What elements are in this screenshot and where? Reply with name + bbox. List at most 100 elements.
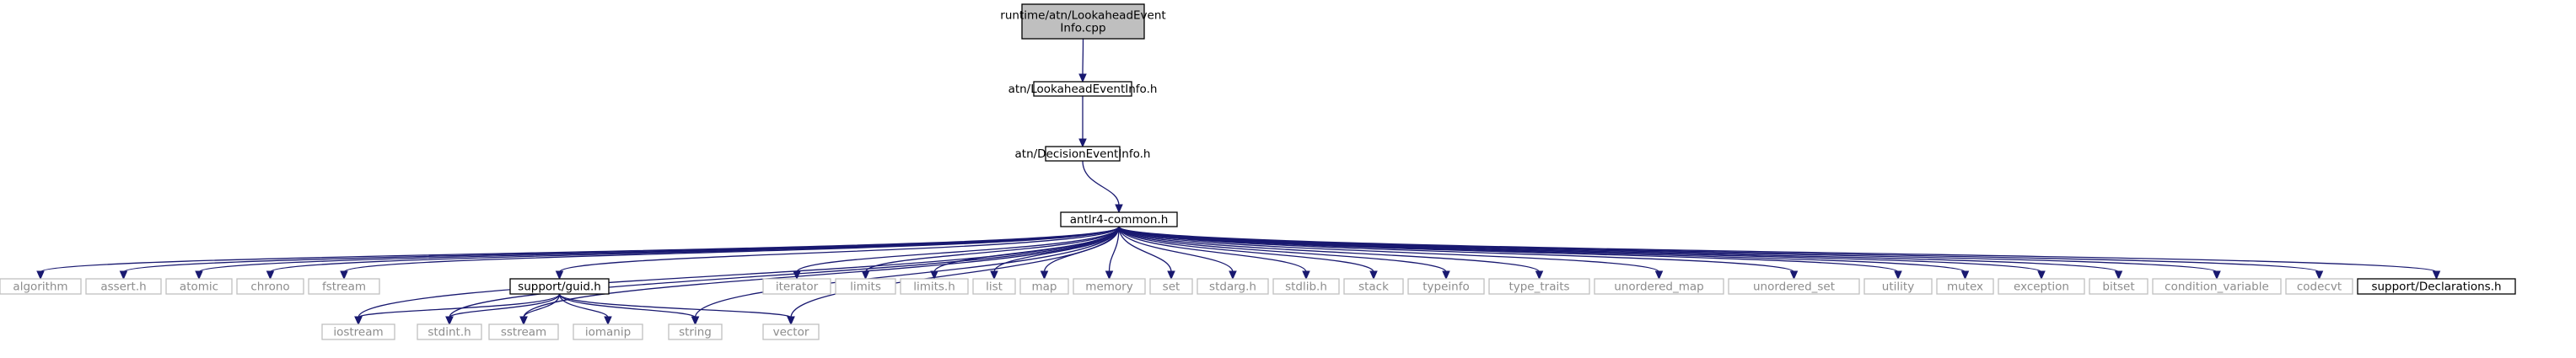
node-iterator[interactable]: iterator (762, 278, 831, 295)
node-chrono-box[interactable] (236, 278, 304, 295)
node-decision-label-0: atn/DecisionEventInfo.h (1015, 147, 1151, 161)
arrowhead-guid-to-iomanip (604, 316, 612, 326)
node-iomanip[interactable]: iomanip (573, 323, 643, 340)
node-stdarg[interactable]: stdarg.h (1197, 278, 1269, 295)
node-mutex-label-0: mutex (1947, 281, 1983, 294)
node-bitset-box[interactable] (2089, 278, 2148, 295)
edge-common-to-iostream (358, 226, 1120, 318)
node-stdlib-label-0: stdlib.h (1285, 281, 1327, 294)
node-string-box[interactable] (668, 323, 723, 340)
node-stdint[interactable]: stdint.h (417, 323, 482, 340)
node-iterator-box[interactable] (762, 278, 831, 295)
node-unordered_map[interactable]: unordered_map (1594, 278, 1724, 295)
node-declarations[interactable]: support/Declarations.h (2357, 278, 2516, 295)
node-root-box[interactable] (1021, 3, 1145, 40)
arrowhead-common-to-type_traits (1535, 270, 1544, 281)
node-mutex-box[interactable] (1936, 278, 1994, 295)
node-limits[interactable]: limits (835, 278, 896, 295)
node-declarations-box[interactable] (2357, 278, 2516, 295)
node-limits-box[interactable] (835, 278, 896, 295)
node-codecvt[interactable]: codecvt (2285, 278, 2353, 295)
node-lookahead-box[interactable] (1033, 81, 1132, 97)
node-vector[interactable]: vector (762, 323, 820, 340)
node-unordered_map-box[interactable] (1594, 278, 1724, 295)
arrowhead-common-to-algorithm (36, 270, 45, 281)
node-algorithm-label-0: algorithm (13, 281, 67, 294)
node-atomic-box[interactable] (165, 278, 233, 295)
node-exception-label-0: exception (2014, 281, 2069, 294)
arrowhead-lookahead-to-decision (1078, 138, 1087, 148)
node-assert-box[interactable] (85, 278, 162, 295)
node-root[interactable]: runtime/atn/LookaheadEventInfo.cpp (1000, 3, 1166, 40)
edge-common-to-assert (122, 226, 1120, 273)
node-map[interactable]: map (1019, 278, 1069, 295)
edge-common-to-memory (1108, 226, 1120, 273)
node-iomanip-box[interactable] (573, 323, 643, 340)
node-string-label-0: string (679, 326, 712, 339)
node-utility-box[interactable] (1863, 278, 1933, 295)
node-exception-box[interactable] (1998, 278, 2085, 295)
node-memory-box[interactable] (1073, 278, 1146, 295)
edge-common-to-codecvt (1118, 226, 2321, 273)
node-condvar[interactable]: condition_variable (2152, 278, 2282, 295)
node-assert[interactable]: assert.h (85, 278, 162, 295)
node-iostream-box[interactable] (321, 323, 395, 340)
node-typeinfo[interactable]: typeinfo (1407, 278, 1485, 295)
node-common-box[interactable] (1060, 211, 1178, 227)
node-type_traits[interactable]: type_traits (1488, 278, 1590, 295)
node-fstream-box[interactable] (308, 278, 380, 295)
node-bitset[interactable]: bitset (2089, 278, 2148, 295)
edge-common-to-string (694, 226, 1120, 318)
node-list[interactable]: list (972, 278, 1016, 295)
node-codecvt-box[interactable] (2285, 278, 2353, 295)
node-stack[interactable]: stack (1343, 278, 1404, 295)
node-guid[interactable]: support/guid.h (509, 278, 610, 295)
node-type_traits-box[interactable] (1488, 278, 1590, 295)
node-typeinfo-box[interactable] (1407, 278, 1485, 295)
node-mutex[interactable]: mutex (1936, 278, 1994, 295)
node-exception[interactable]: exception (1998, 278, 2085, 295)
edge-guid-to-vector (558, 293, 792, 318)
node-unordered_set-box[interactable] (1728, 278, 1860, 295)
node-sstream-box[interactable] (488, 323, 559, 340)
node-fstream[interactable]: fstream (308, 278, 380, 295)
node-chrono[interactable]: chrono (236, 278, 304, 295)
node-guid-box[interactable] (509, 278, 610, 295)
node-stdarg-box[interactable] (1197, 278, 1269, 295)
node-string[interactable]: string (668, 323, 723, 340)
node-limitsh[interactable]: limits.h (900, 278, 969, 295)
node-set-box[interactable] (1149, 278, 1193, 295)
node-decision-box[interactable] (1045, 146, 1121, 162)
node-stack-box[interactable] (1343, 278, 1404, 295)
node-stack-label-0: stack (1358, 281, 1389, 294)
edge-root-to-lookahead (1082, 38, 1084, 76)
node-unordered_set[interactable]: unordered_set (1728, 278, 1860, 295)
node-memory[interactable]: memory (1073, 278, 1146, 295)
node-list-box[interactable] (972, 278, 1016, 295)
arrowhead-common-to-stack (1369, 270, 1378, 281)
node-lookahead[interactable]: atn/LookaheadEventInfo.h (1008, 81, 1158, 97)
node-iomanip-label-0: iomanip (585, 326, 631, 339)
node-map-box[interactable] (1019, 278, 1069, 295)
edge-common-to-vector (790, 226, 1120, 318)
node-stdint-box[interactable] (417, 323, 482, 340)
node-stdlib-box[interactable] (1272, 278, 1340, 295)
node-common[interactable]: antlr4-common.h (1060, 211, 1178, 227)
edge-guid-to-string (558, 293, 696, 318)
arrowhead-common-to-utility (1894, 270, 1902, 281)
node-algorithm[interactable]: algorithm (0, 278, 82, 295)
node-vector-box[interactable] (762, 323, 820, 340)
node-atomic[interactable]: atomic (165, 278, 233, 295)
node-limitsh-box[interactable] (900, 278, 969, 295)
node-utility[interactable]: utility (1863, 278, 1933, 295)
arrowhead-common-to-fstream (340, 270, 348, 281)
node-algorithm-box[interactable] (0, 278, 82, 295)
node-set[interactable]: set (1149, 278, 1193, 295)
edge-guid-to-iostream (358, 293, 561, 318)
node-decision[interactable]: atn/DecisionEventInfo.h (1015, 146, 1151, 162)
arrowhead-guid-to-vector (787, 316, 795, 326)
node-stdlib[interactable]: stdlib.h (1272, 278, 1340, 295)
node-sstream[interactable]: sstream (488, 323, 559, 340)
node-condvar-box[interactable] (2152, 278, 2282, 295)
node-iostream[interactable]: iostream (321, 323, 395, 340)
